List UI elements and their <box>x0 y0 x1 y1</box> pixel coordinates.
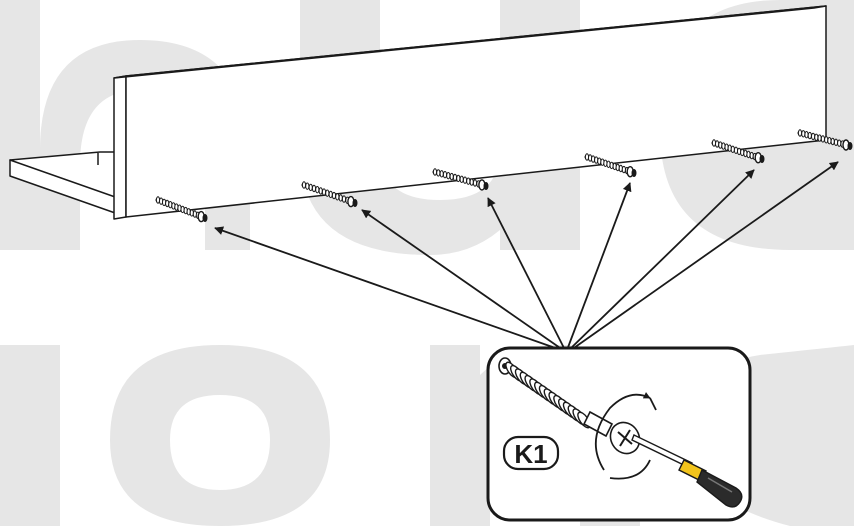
large-screw <box>498 357 641 455</box>
arrow-2 <box>361 209 564 351</box>
part-label-text: K1 <box>514 439 547 469</box>
watermark-letter-l <box>0 345 60 526</box>
back-panel-side <box>113 75 127 220</box>
callout-k1: K1 <box>486 346 752 522</box>
screwdriver-handle <box>696 469 743 508</box>
pointer-arrows <box>214 161 839 351</box>
small-screws <box>155 129 853 223</box>
screw-thread <box>505 361 591 429</box>
screwdriver-icon <box>631 434 743 508</box>
back-panel-top <box>113 5 827 79</box>
part-label-k1: K1 <box>502 435 560 471</box>
small-screw-5 <box>711 139 765 164</box>
small-screw-3 <box>432 168 489 191</box>
arrow-1 <box>214 226 562 351</box>
arrow-6 <box>570 161 839 351</box>
screw-neck <box>582 410 614 438</box>
small-screw-4 <box>584 153 637 178</box>
rotate-clockwise-icon <box>594 392 657 480</box>
arrow-5 <box>568 169 755 351</box>
small-screw-2 <box>301 181 358 208</box>
small-screw-6 <box>797 129 853 151</box>
arrow-4 <box>566 182 632 351</box>
label-frame <box>502 435 560 471</box>
shelf-assembly <box>9 5 827 220</box>
screwdriver-shaft <box>631 434 693 469</box>
small-screw-1 <box>155 196 208 223</box>
watermark-letter-o <box>110 345 330 526</box>
arrow-3 <box>487 197 566 351</box>
phillips-slot <box>617 429 633 447</box>
